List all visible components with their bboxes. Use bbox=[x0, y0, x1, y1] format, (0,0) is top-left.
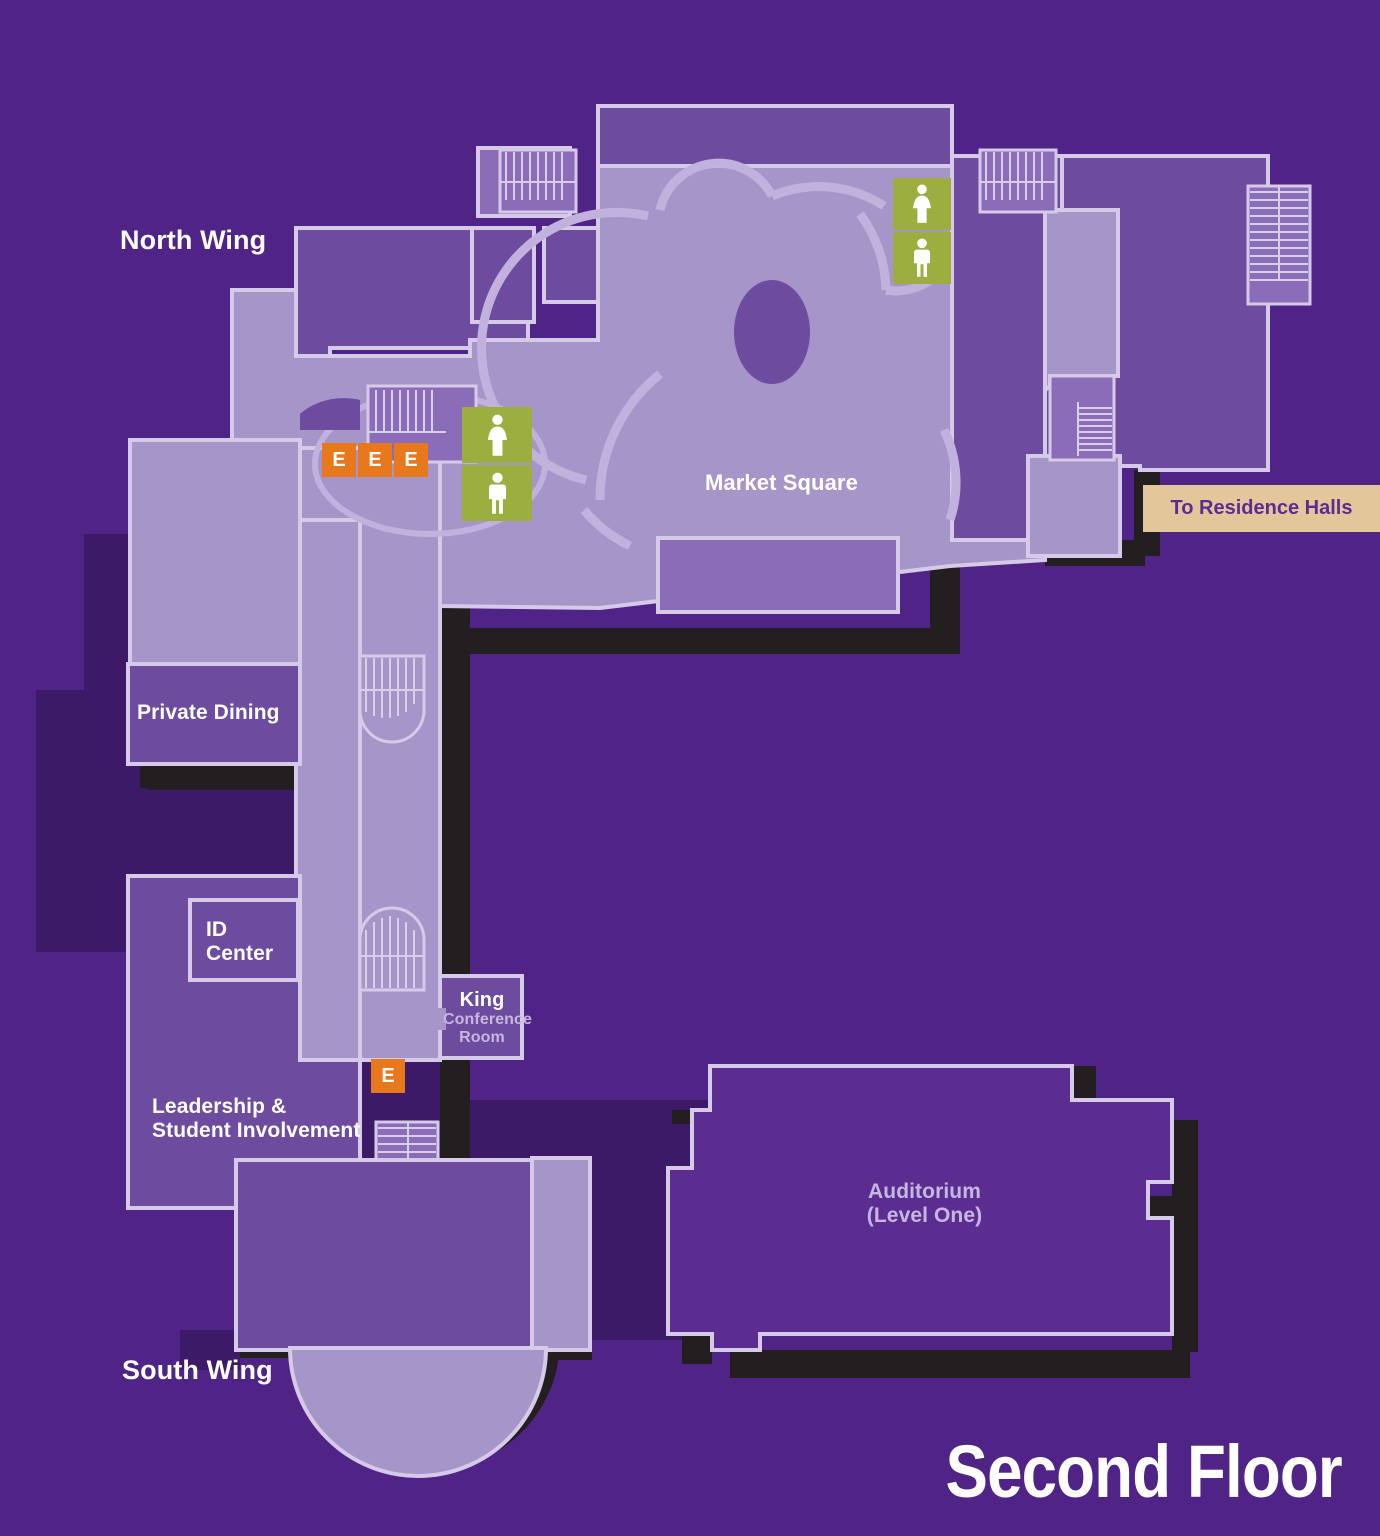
room-private-dining bbox=[126, 662, 302, 766]
room-id-center bbox=[188, 898, 300, 982]
stairs-northeast bbox=[1246, 184, 1312, 306]
room-auditorium bbox=[666, 1064, 1174, 1352]
stairs-east bbox=[1048, 374, 1116, 462]
restroom-women-north-icon bbox=[462, 407, 532, 463]
woman-figure-icon bbox=[480, 413, 515, 458]
restroom-women-market-icon bbox=[893, 178, 951, 230]
stairs-north-right bbox=[978, 148, 1058, 214]
page-title: Second Floor bbox=[945, 1430, 1343, 1513]
elevator-south-1-icon[interactable]: E bbox=[371, 1059, 405, 1093]
woman-figure-icon bbox=[906, 183, 938, 225]
south-wing-block bbox=[234, 1158, 534, 1352]
south-wing-rotunda bbox=[287, 1346, 549, 1478]
banner-to-residence-halls[interactable]: To Residence Halls bbox=[1143, 485, 1380, 532]
stairs-corridor-south bbox=[358, 906, 426, 992]
elevator-north-3-icon[interactable]: E bbox=[394, 443, 428, 477]
market-square-island bbox=[734, 280, 810, 384]
elevator-north-1-icon[interactable]: E bbox=[322, 443, 356, 477]
stairs-corridor-north bbox=[358, 654, 426, 744]
market-square-south-room bbox=[656, 536, 900, 614]
king-room-door bbox=[434, 1008, 446, 1030]
stairs-north bbox=[498, 148, 578, 214]
corridor-space bbox=[128, 164, 1122, 1068]
banner-to-residence-halls-label: To Residence Halls bbox=[1170, 497, 1353, 519]
man-figure-icon bbox=[906, 237, 938, 279]
man-figure-icon bbox=[480, 471, 515, 516]
room-king-conference bbox=[438, 974, 524, 1060]
south-wing-east-strip bbox=[530, 1156, 592, 1352]
north-restroom-pod bbox=[300, 384, 548, 537]
restroom-men-north-icon bbox=[462, 465, 532, 521]
restroom-men-market-icon bbox=[893, 232, 951, 284]
elevator-north-2-icon[interactable]: E bbox=[358, 443, 392, 477]
